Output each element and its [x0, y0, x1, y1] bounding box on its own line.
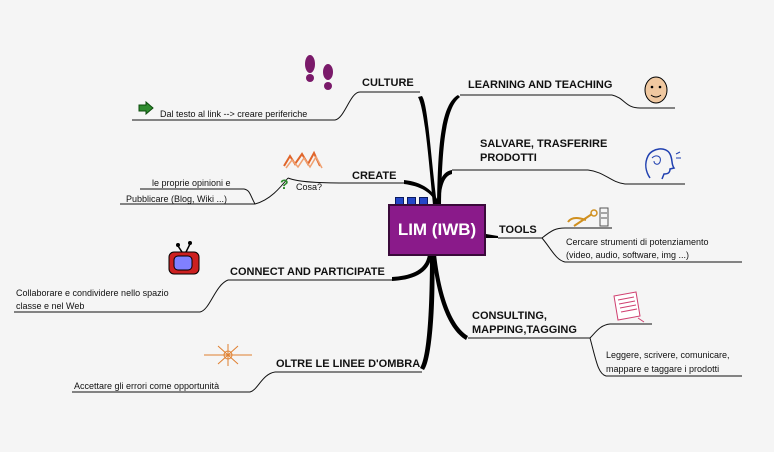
- tools-sub-1[interactable]: Cercare strumenti di potenziamento: [566, 237, 709, 247]
- branch-culture[interactable]: CULTURE: [362, 77, 414, 89]
- center-node[interactable]: LIM (IWB): [388, 204, 486, 256]
- consulting-sub-1[interactable]: Leggere, scrivere, comunicare,: [606, 350, 730, 360]
- ombra-sub[interactable]: Accettare gli errori come opportunità: [74, 381, 220, 391]
- arrow-right-icon: [138, 101, 154, 115]
- tools-icon: [567, 207, 609, 227]
- create-sub-2[interactable]: Pubblicare (Blog, Wiki ...): [126, 194, 228, 204]
- question-icon: ?: [280, 176, 289, 192]
- create-question[interactable]: Cosa?: [296, 182, 323, 192]
- branch-connect[interactable]: CONNECT AND PARTICIPATE: [230, 266, 385, 278]
- notes-icon: [613, 291, 645, 323]
- create-sub-1[interactable]: le proprie opinioni e: [152, 178, 231, 188]
- branch-salvare-1[interactable]: SALVARE, TRASFERIRE: [480, 138, 608, 150]
- connect-sub-2[interactable]: classe e nel Web: [16, 301, 85, 311]
- branch-create[interactable]: CREATE: [352, 170, 397, 182]
- branch-consulting-2[interactable]: MAPPING,TAGGING: [472, 324, 577, 336]
- branch-tools[interactable]: TOOLS: [499, 224, 537, 236]
- branch-consulting-1[interactable]: CONSULTING,: [472, 310, 547, 322]
- tv-icon: [168, 241, 200, 275]
- consulting-sub-2[interactable]: mappare e taggare i prodotti: [606, 364, 720, 374]
- head-profile-icon: [645, 148, 681, 180]
- branch-salvare-2[interactable]: PRODOTTI: [480, 152, 537, 164]
- zigzag-icon: [283, 150, 323, 169]
- culture-sub[interactable]: Dal testo al link --> creare periferiche: [160, 109, 308, 119]
- branch-ombra[interactable]: OLTRE LE LINEE D'OMBRA: [276, 358, 421, 370]
- tools-sub-2[interactable]: (video, audio, software, img ...): [566, 250, 690, 260]
- branch-learning[interactable]: LEARNING AND TEACHING: [468, 79, 613, 91]
- connect-sub-1[interactable]: Collaborare e condividere nello spazio: [16, 288, 169, 298]
- footprints-icon: [305, 55, 333, 90]
- compass-icon: [204, 344, 252, 366]
- svg-text:?: ?: [280, 176, 289, 192]
- face-icon: [644, 76, 668, 104]
